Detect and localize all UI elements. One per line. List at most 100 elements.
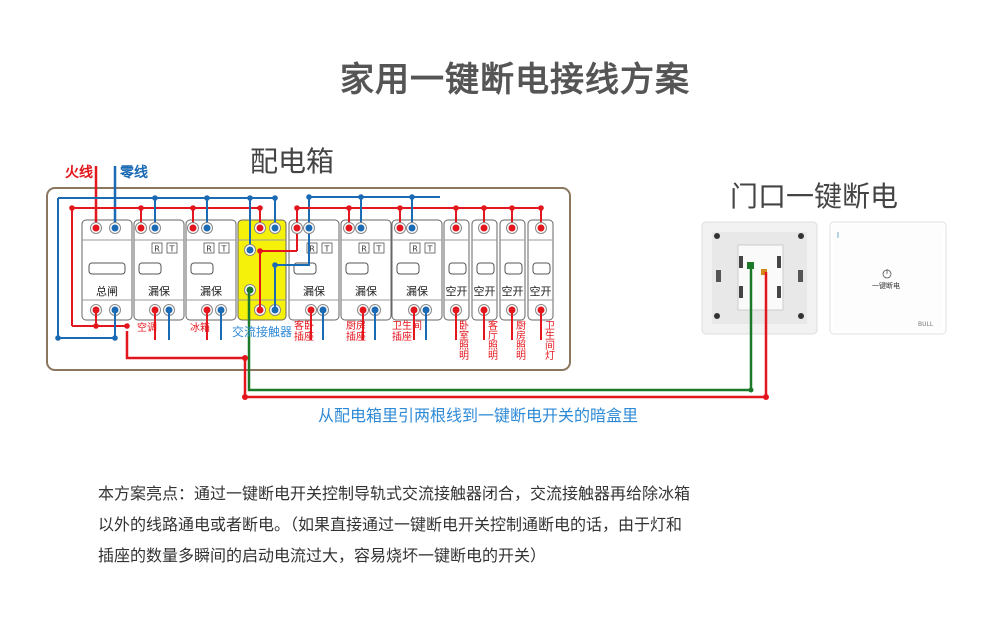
breaker-label: 空开 [473,285,496,298]
terminal-dot [92,224,100,232]
circuit-label: 卧室照明 [459,321,469,362]
junction [409,194,415,200]
rt-button [409,242,421,254]
rt-button-label: R [412,245,418,254]
description-line: 插座的数量多瞬间的启动电流过大，容易烧坏一键断电的开关） [98,546,547,565]
door-switch-title: 门口一键断电 [730,180,899,213]
circuit-label: 卫生间插座 [392,321,422,343]
junction [257,248,263,254]
junction [346,205,352,211]
rt-button [151,242,163,254]
junction [358,194,364,200]
rt-button-label: R [361,245,367,254]
breaker-handle [448,262,467,275]
breaker-label: 漏保 [303,285,325,298]
rt-button [218,242,230,254]
rt-button [358,242,370,254]
breaker-handle [532,262,551,275]
circuit-label: 客厅照明 [488,321,498,362]
junction [397,205,403,211]
circuit-label: 卫生间灯 [545,321,555,362]
circuit-label: 客卧插座 [294,321,314,343]
brand-logo: BULL [918,321,934,328]
neutral-wire-label: 零线 [120,165,148,181]
switch-front-text: 一键断电 [872,282,900,290]
terminal-dot [256,224,264,232]
breaker-label: 漏保 [406,285,428,298]
junction [257,205,263,211]
rt-button-label: T [376,245,382,254]
terminal-dot [111,224,119,232]
rt-button [306,242,318,254]
rt-button-label: T [427,245,433,254]
terminal-dot [480,224,488,232]
terminal-dot [305,224,313,232]
terminal-dot [271,224,279,232]
junction [190,205,196,211]
terminal-dot [189,224,197,232]
wiring-caption: 从配电箱里引两根线到一键断电开关的暗盒里 [318,406,639,425]
junction [55,335,61,341]
circuit-label: 厨房插座 [346,321,366,343]
breaker-handle [88,262,126,275]
junction [204,195,210,201]
breaker-label: 空开 [529,285,552,298]
circuit-label: 空调 [137,323,157,334]
breaker-handle [138,262,162,275]
rt-button-label: T [221,245,227,254]
control-wires [125,266,769,400]
terminal-dot [408,224,416,232]
breaker-handle [345,262,369,275]
rt-button-label: T [324,245,330,254]
junction [272,262,278,268]
junction [138,205,144,211]
terminal-dot [452,224,460,232]
terminal-dot [508,224,516,232]
panel-title: 配电箱 [250,145,335,178]
rt-button-label: R [206,245,212,254]
rt-button [321,242,333,254]
contactor-label: 交流接触器 [232,325,293,339]
live-wire-label: 火线 [65,165,93,181]
junction [272,195,278,201]
breaker-handle [190,262,214,275]
breaker-label: 总闸 [96,285,118,298]
breaker-label: 漏保 [355,285,377,298]
junction [247,195,253,201]
terminal-dot [137,224,145,232]
wire [57,198,116,339]
description-line: 以外的线路通电或者断电。（如果直接通过一键断电开关控制通断电的话，由于灯和 [98,515,683,534]
terminal-dot [345,224,353,232]
switch-back-plate [701,221,818,335]
rt-button [166,242,178,254]
rt-button-label: R [309,245,315,254]
description: 本方案亮点：通过一键断电开关控制导轨式交流接触器闭合，交流接触器再给除冰箱 以外… [98,478,758,571]
rt-button [203,242,215,254]
page-title: 家用一键断电接线方案 [340,60,690,100]
rt-button [373,242,385,254]
rt-button [424,242,436,254]
breaker-label: 漏保 [200,285,222,298]
circuit-label: 厨房照明 [516,321,526,362]
terminal-dot [151,224,159,232]
junction [112,335,118,341]
junction [152,195,158,201]
terminal-dot [396,224,404,232]
breaker-label: 漏保 [148,285,170,298]
breaker-handle [504,262,523,275]
junction [124,323,130,329]
breaker-label: 空开 [445,285,468,298]
terminal-dot [357,224,365,232]
description-line: 本方案亮点：通过一键断电开关控制导轨式交流接触器闭合，交流接触器再给除冰箱 [98,484,691,503]
rt-button-label: T [169,245,175,254]
terminal-dot [537,224,545,232]
circuit-label: 冰箱 [190,323,210,334]
breaker-label: 空开 [501,285,524,298]
breaker-handle [476,262,495,275]
rt-button-label: R [154,245,160,254]
terminal-dot [246,246,254,254]
junction [306,194,312,200]
breaker-handle [396,262,420,275]
terminal-dot [203,224,211,232]
